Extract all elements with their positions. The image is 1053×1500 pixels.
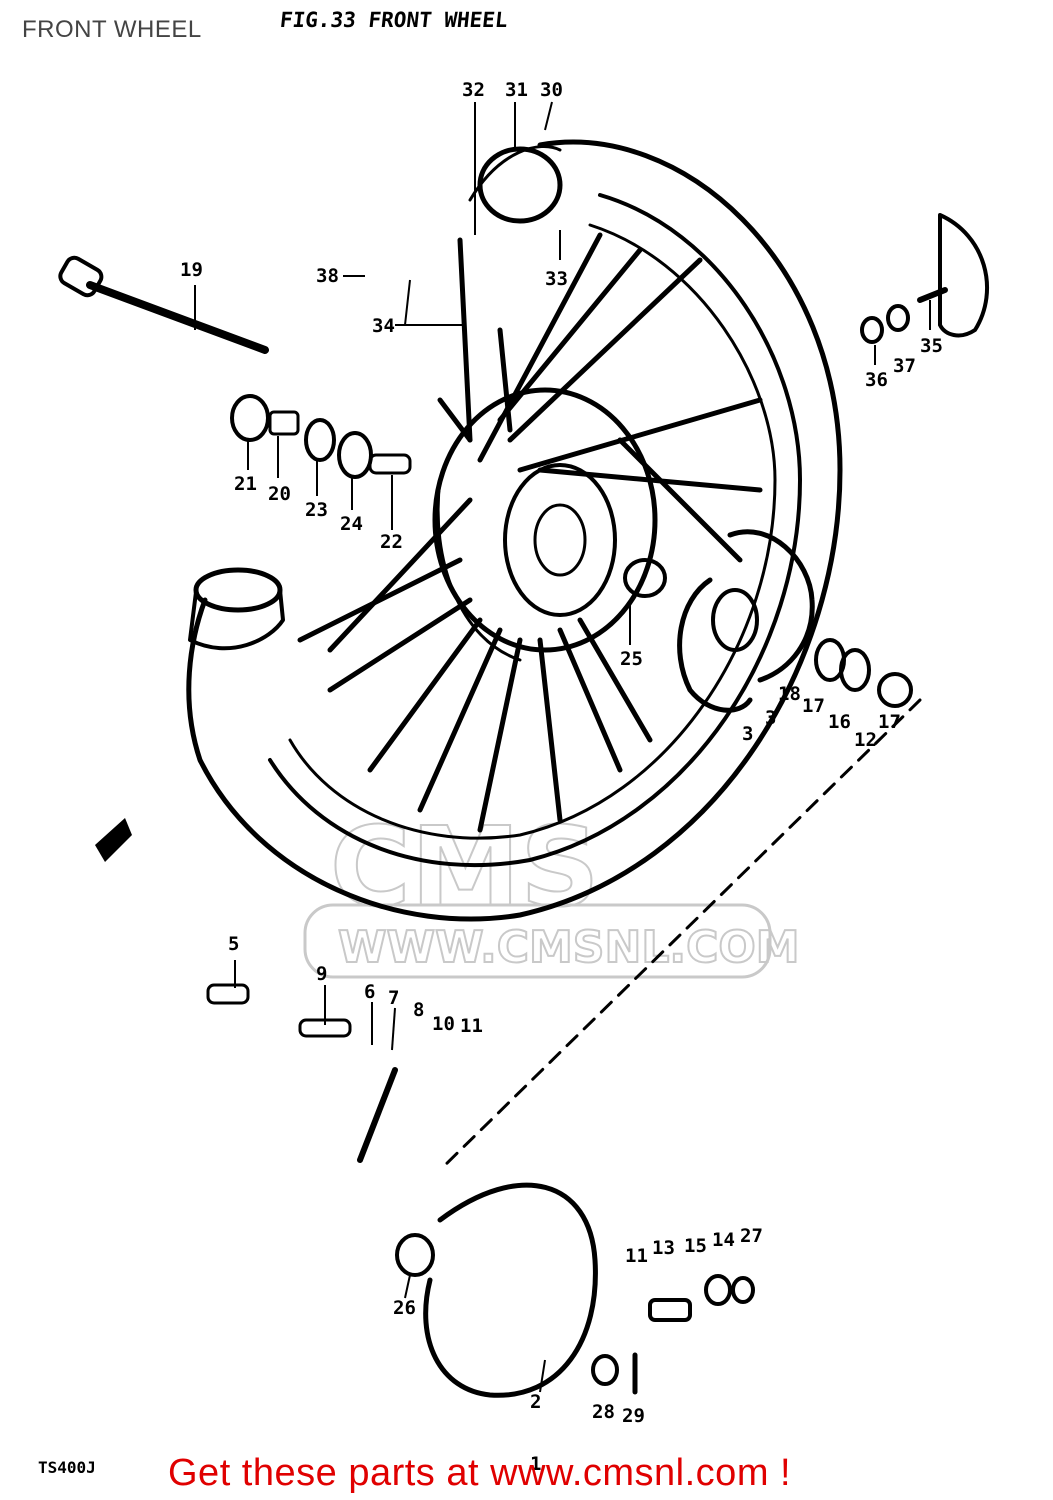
leader-lines [194, 101, 931, 1393]
callouts: 32 31 30 33 19 38 34 21 20 23 24 22 25 3… [180, 79, 943, 1475]
callout-14: 14 [712, 1229, 735, 1251]
callout-23: 23 [305, 499, 328, 521]
callout-17b: 17 [878, 711, 901, 733]
callout-10: 10 [432, 1013, 455, 1035]
callout-28: 28 [592, 1401, 615, 1423]
callout-15: 15 [684, 1235, 707, 1257]
callout-13: 13 [652, 1237, 675, 1259]
callout-11b: 11 [625, 1245, 648, 1267]
callout-2: 2 [530, 1391, 541, 1413]
callout-11a: 11 [460, 1015, 483, 1037]
model-label: TS400J [38, 1458, 96, 1477]
watermark-url: WWW.CMSNL.COM [338, 922, 800, 973]
callout-36: 36 [865, 369, 888, 391]
callout-22: 22 [380, 531, 403, 553]
callout-6: 6 [364, 981, 375, 1003]
callout-34: 34 [372, 315, 395, 337]
callout-20: 20 [268, 483, 291, 505]
axle-parts [58, 255, 412, 479]
callout-38: 38 [316, 265, 339, 287]
gearbox-parts [860, 213, 990, 344]
callout-9: 9 [316, 963, 327, 985]
callout-31: 31 [505, 79, 528, 101]
direction-arrow-icon [95, 818, 132, 862]
callout-30: 30 [540, 79, 563, 101]
tyre-and-rim [186, 139, 843, 922]
callout-7: 7 [388, 987, 399, 1009]
callout-12: 12 [854, 729, 877, 751]
callout-35: 35 [920, 335, 943, 357]
hub-assembly [432, 387, 667, 662]
callout-32: 32 [462, 79, 485, 101]
callout-37: 37 [893, 355, 916, 377]
page-title: FRONT WHEEL [22, 16, 202, 43]
callout-17a: 17 [802, 695, 825, 717]
callout-27: 27 [740, 1225, 763, 1247]
parts-link[interactable]: Get these parts at www.cmsnl.com ! [168, 1452, 792, 1494]
callout-8: 8 [413, 999, 424, 1021]
spokes [297, 232, 763, 833]
callout-33: 33 [545, 268, 568, 290]
callout-1: 1 [530, 1453, 541, 1475]
callout-3a: 3 [742, 723, 753, 745]
callout-25: 25 [620, 648, 643, 670]
callout-5: 5 [228, 933, 239, 955]
callout-16: 16 [828, 711, 851, 733]
callout-29: 29 [622, 1405, 645, 1427]
callout-3b: 3 [765, 707, 776, 729]
callout-18: 18 [778, 683, 801, 705]
brake-shoes [677, 529, 913, 713]
callout-19: 19 [180, 259, 203, 281]
brake-panel [206, 983, 755, 1398]
callout-21: 21 [234, 473, 257, 495]
callout-24: 24 [340, 513, 363, 535]
callout-26: 26 [393, 1297, 416, 1319]
